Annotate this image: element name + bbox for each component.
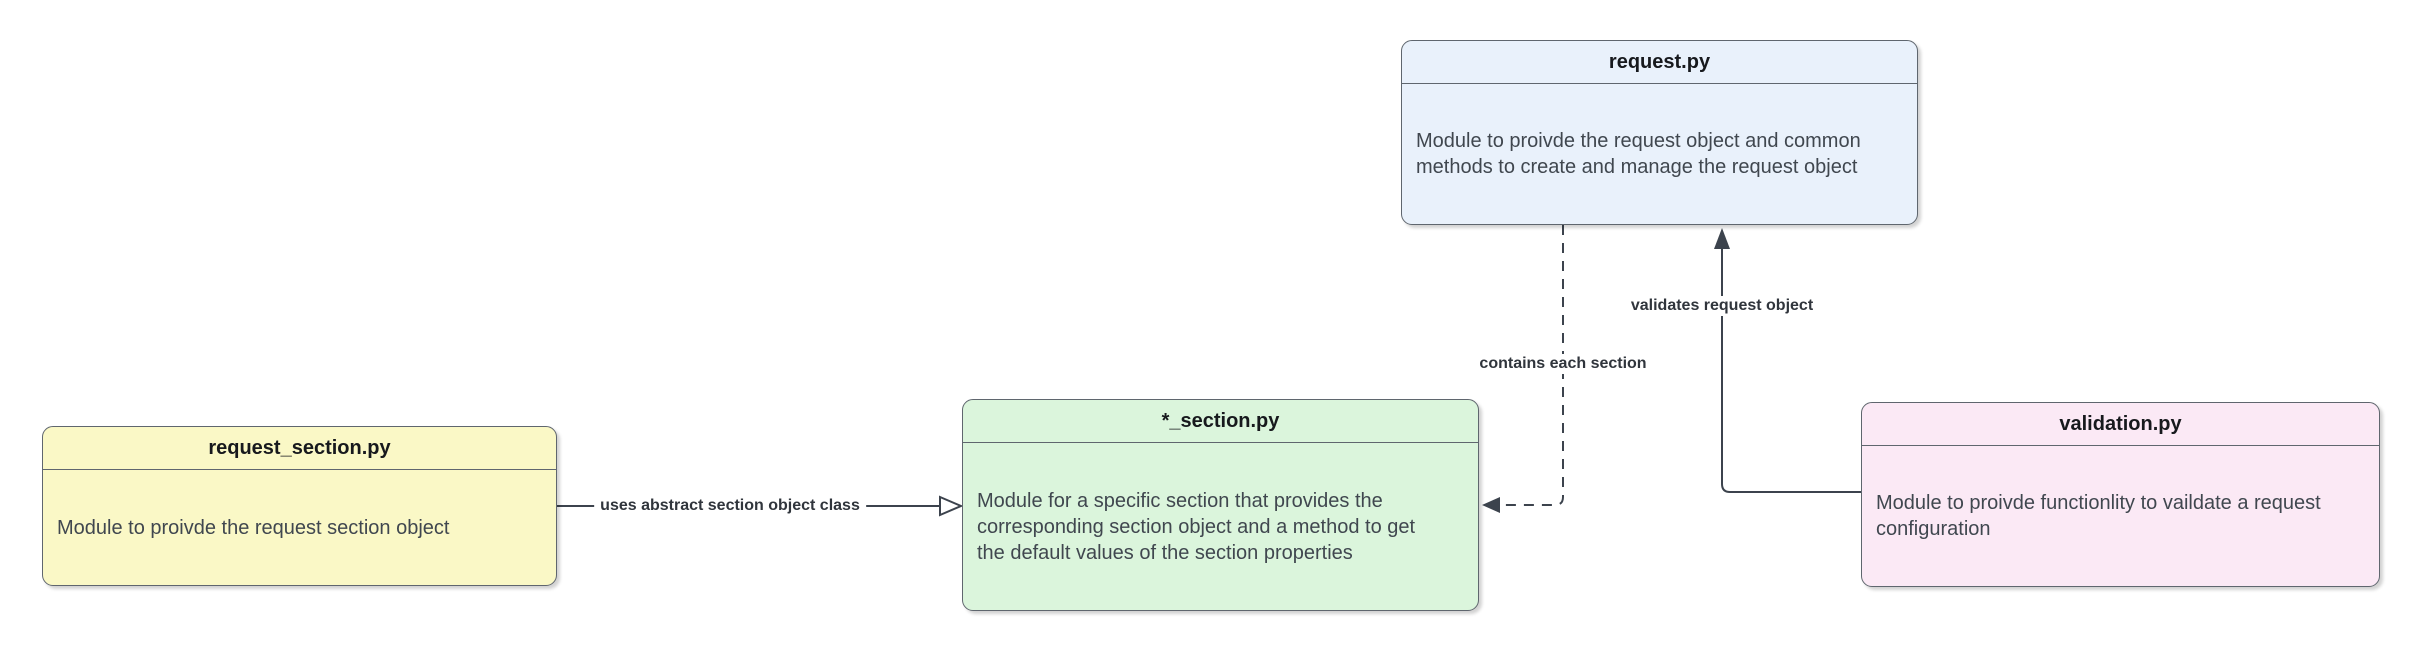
node-request-section-py[interactable]: request_section.py Module to proivde the… xyxy=(42,426,557,586)
node-request-py[interactable]: request.py Module to proivde the request… xyxy=(1401,40,1918,225)
node-star-section-py[interactable]: *_section.py Module for a specific secti… xyxy=(962,399,1479,611)
node-request-py-description: Module to proivde the request object and… xyxy=(1416,130,1861,178)
node-validation-py-description: Module to proivde functionlity to vailda… xyxy=(1876,492,2321,540)
edge-label-validates-request-object[interactable]: validates request object xyxy=(1624,296,1820,316)
filled-arrowhead-icon xyxy=(1714,228,1730,249)
node-request-section-py-description: Module to proivde the request section ob… xyxy=(57,516,450,539)
node-validation-py[interactable]: validation.py Module to proivde function… xyxy=(1861,402,2380,587)
node-validation-py-title: validation.py xyxy=(1862,403,2379,446)
filled-arrowhead-icon xyxy=(1482,497,1500,513)
edge-validates-request-object[interactable] xyxy=(1714,228,1861,493)
node-star-section-py-description: Module for a specific section that provi… xyxy=(977,489,1416,564)
edge-contains-each-section[interactable] xyxy=(1482,225,1564,513)
node-star-section-py-title: *_section.py xyxy=(963,400,1478,443)
edge-label-contains-each-section[interactable]: contains each section xyxy=(1473,354,1653,374)
open-arrowhead-icon xyxy=(939,495,964,517)
node-request-section-py-title: request_section.py xyxy=(43,427,556,470)
node-request-py-title: request.py xyxy=(1402,41,1917,84)
edge-label-uses-abstract-section-object-class[interactable]: uses abstract section object class xyxy=(594,496,866,516)
